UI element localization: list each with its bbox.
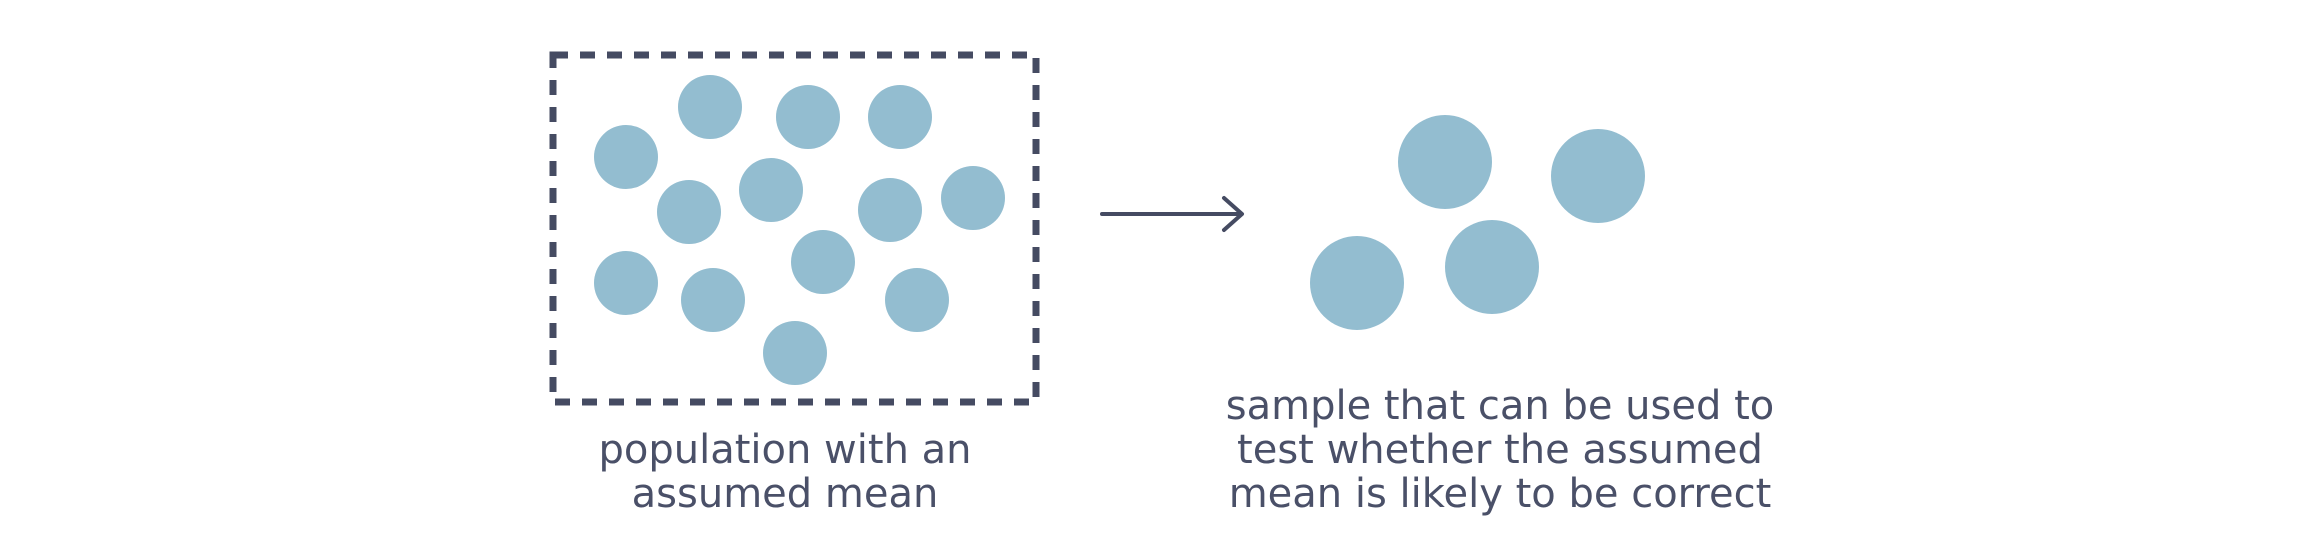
- population-boundary: [549, 51, 1040, 406]
- population-dot: [594, 251, 658, 315]
- population-dots: [594, 75, 1005, 385]
- population-dot: [791, 230, 855, 294]
- population-dot: [776, 85, 840, 149]
- sample-dots: [1310, 115, 1645, 330]
- sample-dot: [1310, 236, 1404, 330]
- sample-dot: [1445, 220, 1539, 314]
- population-caption-line-1: population with an: [598, 427, 972, 473]
- population-dot: [941, 166, 1005, 230]
- population-dot: [739, 158, 803, 222]
- population-dot: [681, 268, 745, 332]
- population-dot: [678, 75, 742, 139]
- population-dot: [657, 180, 721, 244]
- population-dot: [763, 321, 827, 385]
- sample-caption-line-3: mean is likely to be correct: [1228, 471, 1772, 517]
- population-dot: [858, 178, 922, 242]
- population-caption: population with an assumed mean: [550, 428, 1020, 516]
- population-dot: [594, 125, 658, 189]
- population-caption-line-2: assumed mean: [631, 471, 939, 517]
- sample-caption-line-1: sample that can be used to: [1225, 383, 1775, 429]
- right-arrow-icon: [1100, 196, 1244, 232]
- population-group: [549, 51, 1040, 406]
- sample-caption-line-2: test whether the assumed: [1237, 427, 1763, 473]
- arrow-head: [1222, 196, 1244, 232]
- sample-dot: [1551, 129, 1645, 223]
- sample-dot: [1398, 115, 1492, 209]
- sample-caption: sample that can be used to test whether …: [1190, 384, 1810, 516]
- population-dot: [885, 268, 949, 332]
- population-dot: [868, 85, 932, 149]
